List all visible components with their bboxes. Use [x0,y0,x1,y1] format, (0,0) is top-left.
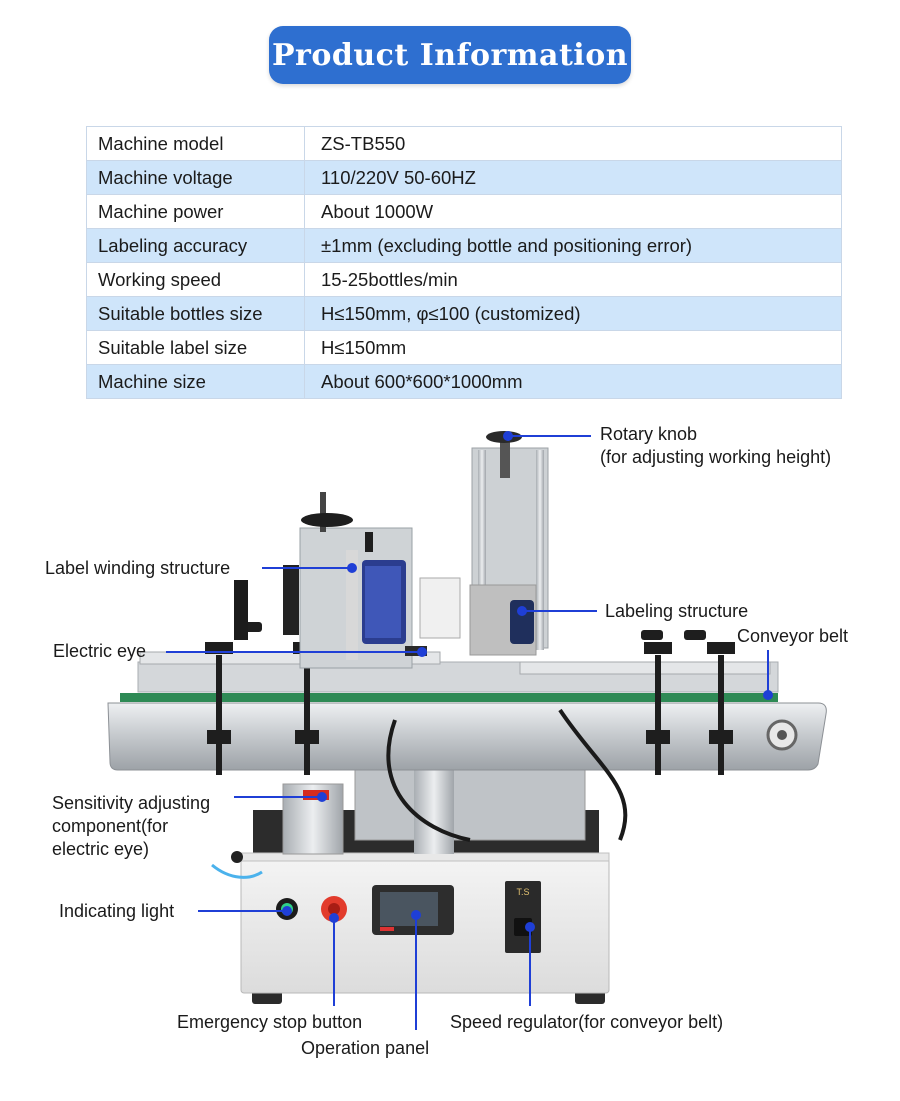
spec-row: Labeling accuracy±1mm (excluding bottle … [86,228,842,263]
callout-sensitivity-line1: Sensitivity adjusting [52,793,211,813]
spec-label: Machine size [86,364,305,399]
callout-labeling-structure: Labeling structure [605,601,749,621]
spec-value: ±1mm (excluding bottle and positioning e… [304,228,842,263]
conveyor-base [107,702,827,771]
spec-label: Working speed [86,262,305,297]
red-sensor [303,790,329,800]
spec-label: Suitable bottles size [86,296,305,331]
guide-rail-right [519,661,771,675]
callout-speed-regulator: Speed regulator(for conveyor belt) [450,1012,724,1032]
spec-value: H≤150mm, φ≤100 (customized) [304,296,842,331]
winding-knob [301,513,353,527]
spec-value: About 1000W [304,194,842,229]
callout-sensitivity-line3: electric eye) [52,839,150,859]
machine-photo: T.S [107,431,827,1030]
spec-value: About 600*600*1000mm [304,364,842,399]
callout-rotary-knob: Rotary knob (for adjusting working heigh… [600,423,831,469]
spec-value: 110/220V 50-60HZ [304,160,842,195]
page-title: Product Information [271,37,629,73]
callout-indicating-light: Indicating light [59,901,175,921]
spec-value: H≤150mm [304,330,842,365]
conveyor-belt [120,693,778,702]
regulator-brand: T.S [516,887,529,897]
spec-value: ZS-TB550 [304,126,842,161]
callout-conveyor-belt: Conveyor belt [737,626,849,646]
callout-sensitivity-line2: component(for [52,816,169,836]
spec-label: Machine power [86,194,305,229]
title-banner: Product Information [269,26,631,84]
callout-emergency-stop: Emergency stop button [177,1012,363,1032]
callout-sensitivity: Sensitivity adjusting component(for elec… [52,792,210,861]
guide-post-group [205,622,735,775]
spec-value: 15-25bottles/min [304,262,842,297]
callout-label-winding: Label winding structure [45,558,231,578]
spec-label: Suitable label size [86,330,305,365]
spec-label: Machine voltage [86,160,305,195]
spec-label: Labeling accuracy [86,228,305,263]
speed-regulator [505,881,541,953]
callout-rotary-knob-line2: (for adjusting working height) [600,447,832,467]
callout-electric-eye: Electric eye [53,641,147,661]
callout-operation-panel: Operation panel [301,1038,430,1058]
spec-label: Machine model [86,126,305,161]
side-knob [231,851,243,863]
callout-rotary-knob-line1: Rotary knob [600,424,698,444]
